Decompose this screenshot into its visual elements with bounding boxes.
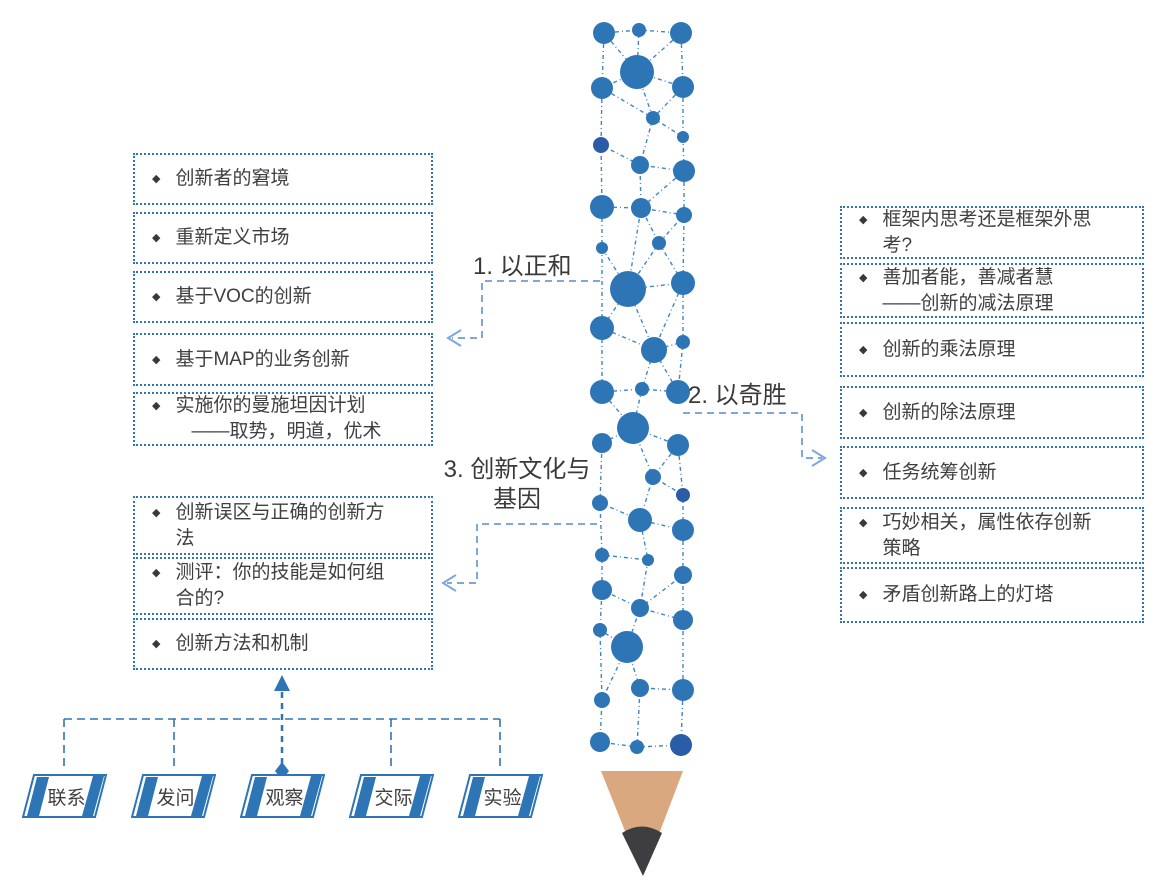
diamond-bullet-icon: ◆ [152,400,161,412]
arrow-tabs-to-methods [274,675,290,780]
topic-box-innovation-methods: ◆ 创新方法和机制 [133,618,433,670]
arrow-section2 [683,412,827,467]
arrow-section3 [441,523,597,592]
diamond-bullet-icon: ◆ [859,589,868,601]
tab-observe: 观察 [240,773,325,819]
tab-question: 发问 [131,773,216,819]
diamond-bullet-icon: ◆ [859,466,868,479]
topic-box-contradiction-lighthouse: ◆ 矛盾创新路上的灯塔 [840,567,1144,623]
tab-label: 联系 [47,787,86,809]
arrow-up-head-icon [274,675,290,691]
parallelogram-shape [131,774,216,818]
tab-label: 实验 [483,787,522,809]
pencil-network-graphic [590,22,695,756]
pencil-wood-tip [601,771,683,876]
topic-box-voc-innovation: ◆ 基于VOC的创新 [133,271,433,323]
arrow-left-head-icon [446,329,462,347]
topic-box-skill-assessment: ◆ 测评：你的技能是如何组合的? [133,557,433,615]
diamond-bullet-icon: ◆ [152,232,161,244]
tabs-bracket-connector [63,718,501,771]
parallelogram-shape [349,774,434,818]
topic-box-redefine-market: ◆ 重新定义市场 [133,212,433,264]
arrow-left-head-icon [441,574,457,592]
diamond-bullet-icon: ◆ [152,506,161,519]
diamond-bullet-icon: ◆ [859,343,868,356]
arrow-section1 [446,280,600,347]
diamond-bullet-icon: ◆ [152,173,161,185]
arrow-right-head-icon [811,449,827,467]
topic-box-subtraction-principle: ◆ 善加者能，善减者慧——创新的减法原理 [840,263,1144,318]
diamond-bullet-icon: ◆ [152,567,161,579]
parallelogram-shape [458,774,543,818]
diamond-bullet-icon: ◆ [152,638,161,650]
topic-box-manstein-plan: ◆ 实施你的曼施坦因计划——取势，明道，优术 [133,392,433,446]
diamond-bullet-icon: ◆ [152,353,161,366]
section3-label-line1: 3. 创新文化与 [443,456,591,483]
diamond-bullet-icon: ◆ [859,406,868,419]
section2-label: 2. 以奇胜 [688,382,787,409]
tab-label: 发问 [156,787,195,809]
tab-experiment: 实验 [458,773,543,819]
topic-box-attribute-dependency: ◆ 巧妙相关，属性依存创新策略 [840,507,1144,564]
diamond-bullet-icon: ◆ [152,291,161,303]
diamond-bullet-icon: ◆ [859,271,868,284]
diamond-bullet-icon: ◆ [859,213,868,226]
tab-connect: 联系 [22,773,107,819]
topic-box-division-principle: ◆ 创新的除法原理 [840,386,1144,439]
topic-box-in-or-out-of-frame: ◆ 框架内思考还是框架外思考? [840,206,1144,259]
topic-box-map-innovation: ◆ 基于MAP的业务创新 [133,333,433,386]
topic-box-multiplication-principle: ◆ 创新的乘法原理 [840,322,1144,377]
section1-label: 1. 以正和 [473,253,572,280]
diamond-bullet-icon: ◆ [859,516,868,529]
parallelogram-shape [22,774,107,818]
topic-box-innovators-dilemma: ◆ 创新者的窘境 [133,153,433,205]
tab-label: 观察 [265,787,304,809]
topic-box-task-coordination: ◆ 任务统筹创新 [840,446,1144,499]
section3-label: 3. 创新文化与 基因 [428,455,606,515]
section3-label-line2: 基因 [493,486,541,513]
topic-box-innovation-misconceptions: ◆ 创新误区与正确的创新方法 [133,496,433,555]
tab-network: 交际 [349,773,434,819]
pencil-graphite-tip [622,826,662,876]
tab-label: 交际 [374,787,413,809]
parallelogram-shape [240,774,325,818]
